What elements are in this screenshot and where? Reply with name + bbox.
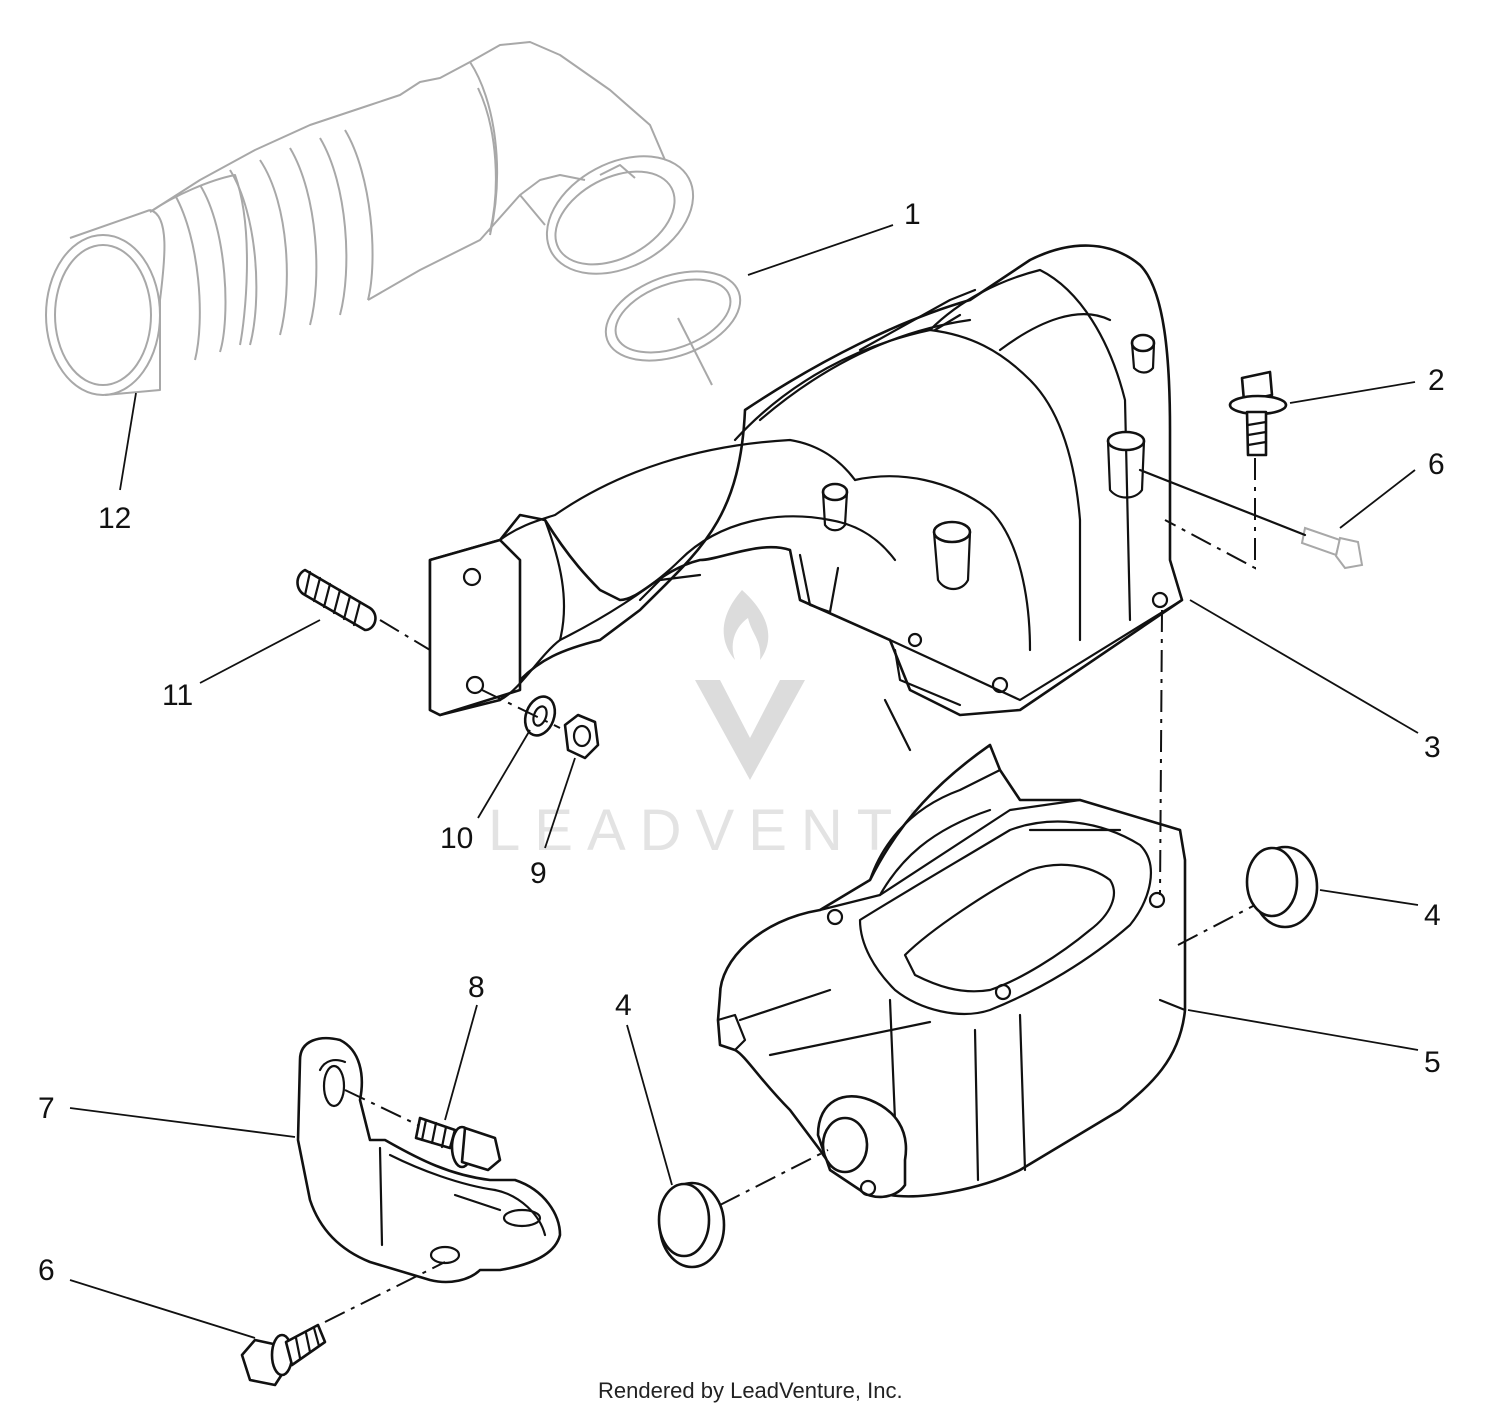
callout-12: 12 [98,502,131,535]
callout-6-left: 6 [38,1254,55,1287]
callout-4-right: 4 [1424,899,1441,932]
part-3-intake-manifold [428,244,1184,717]
part-11-stud [296,568,377,632]
callout-9: 9 [530,857,547,890]
callout-2: 2 [1428,364,1445,397]
callout-6-right: 6 [1428,448,1445,481]
part-9-nut [563,713,600,760]
callout-4-left: 4 [615,989,632,1022]
part-1-gasket [604,270,742,386]
callout-5: 5 [1424,1046,1441,1079]
part-5-filter-housing [716,743,1187,1199]
callout-1: 1 [904,198,921,231]
watermark-logo [695,590,805,780]
part-4-plug-left [657,1181,726,1269]
part-6-bolt-left [240,1323,327,1387]
part-12-intake-hose [45,41,695,396]
callout-10: 10 [440,822,473,855]
alignment-lines [324,458,1307,1323]
callout-8: 8 [468,971,485,1004]
callout-3: 3 [1424,731,1441,764]
part-6-bolt-right [1300,526,1364,570]
part-7-bracket [296,1036,562,1284]
footer-credit: Rendered by LeadVenture, Inc. [598,1378,903,1403]
part-4-plug-right [1245,845,1319,929]
leader-lines [69,224,1419,1339]
callout-11: 11 [162,679,193,712]
callout-labels: 1 2 6 3 4 5 4 8 7 6 12 11 10 9 [38,198,1445,1287]
callout-7: 7 [38,1092,55,1125]
part-10-lock-washer [523,695,557,737]
part-8-bolt [414,1116,502,1172]
part-2-flange-bolt [1228,370,1288,457]
